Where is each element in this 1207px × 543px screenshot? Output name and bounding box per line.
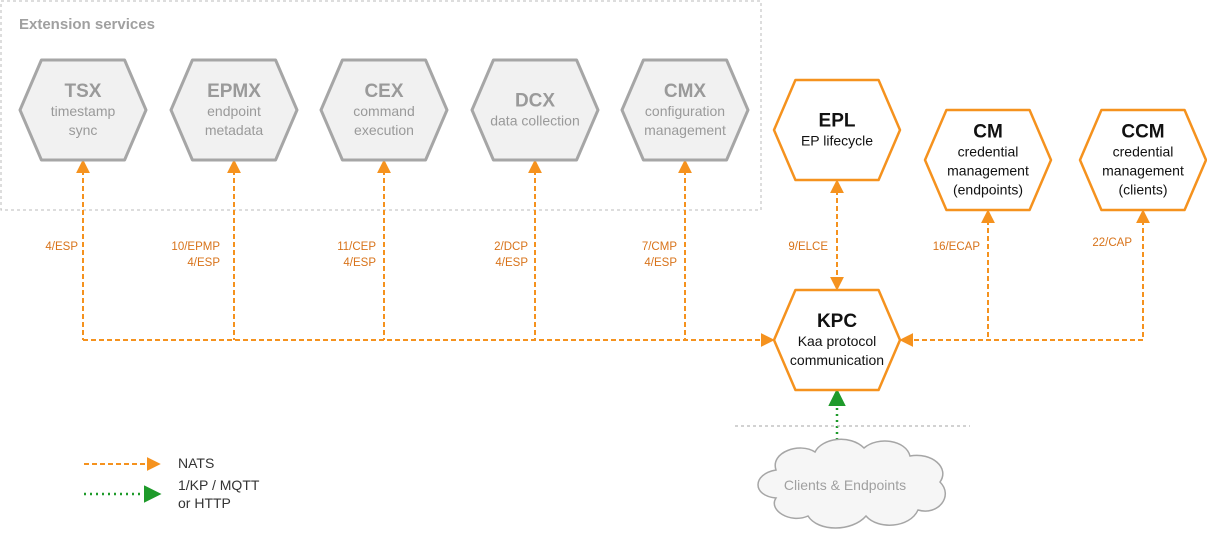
node-tsx-title: TSX [65,81,102,102]
node-dcx-hexagon [470,58,600,162]
node-kpc-desc-line: communication [790,352,884,368]
protocol-label-line: 4/ESP [187,257,220,269]
cloud-label: Clients & Endpoints [784,477,906,493]
legend-kp-label-line2: or HTTP [178,495,231,511]
node-ccm-desc-line: (clients) [1118,182,1167,198]
node-epmx-hexagon [169,58,299,162]
node-dcx-desc-line: data collection [490,113,580,129]
protocol-label: 16/ECAP [933,241,981,253]
node-epmx-title: EPMX [207,81,261,102]
connectors [76,159,1150,446]
legend-kp-label-line1: 1/KP / MQTT [178,477,260,493]
protocol-label: 22/CAP [1092,237,1132,249]
node-cm-desc-line: credential [958,144,1019,160]
protocol-label-line: 4/ESP [495,257,528,269]
node-cex-hexagon [319,58,449,162]
nodes: TSXtimestampsyncEPMXendpointmetadataCEXc… [18,58,1207,392]
protocol-label-line: 4/ESP [644,257,677,269]
protocol-label-line: 9/ELCE [788,241,828,253]
protocol-label-line: 4/ESP [45,241,78,253]
node-epl-desc-line: EP lifecycle [801,133,873,149]
node-ccm-desc-line: management [1102,163,1184,179]
node-cmx-desc-line: management [644,122,726,138]
node-cm-title: CM [973,122,1003,143]
node-ccm-title: CCM [1121,122,1164,143]
protocol-label-line: 11/CEP [337,241,376,253]
node-tsx-desc-line: sync [69,122,98,138]
protocol-label: 11/CEP 4/ESP [337,241,376,269]
node-kpc-desc-line: Kaa protocol [798,333,877,349]
cloud-shape [757,438,946,529]
node-cex-desc-line: command [353,103,414,119]
node-epmx-desc-line: endpoint [207,103,261,119]
node-cmx-desc-line: configuration [645,103,725,119]
node-epl-hexagon [772,78,902,182]
node-cex-desc-line: execution [354,122,414,138]
node-kpc-hexagon [772,288,902,392]
node-ccm-desc-line: credential [1113,144,1174,160]
protocol-label-line: 2/DCP [494,241,528,253]
protocol-label-line: 22/CAP [1092,237,1132,249]
node-dcx-title: DCX [515,91,555,112]
node-ccm-hexagon [1078,108,1207,212]
legend-nats-label: NATS [178,455,214,471]
protocol-label: 2/DCP 4/ESP [494,241,528,269]
protocol-label: 10/EPMP 4/ESP [171,241,220,269]
node-cex-title: CEX [364,81,403,102]
protocol-label-line: 4/ESP [343,257,376,269]
extension-services-group-label: Extension services [19,16,155,33]
protocol-label: 4/ESP [45,241,78,253]
protocol-label-line: 7/CMP [642,241,677,253]
node-cm-desc-line: management [947,163,1029,179]
node-cmx-hexagon [620,58,750,162]
node-epl-title: EPL [819,111,856,132]
protocol-label: 9/ELCE [788,241,828,253]
node-tsx-desc-line: timestamp [51,103,116,119]
node-cm-hexagon [923,108,1053,212]
node-cmx-title: CMX [664,81,707,102]
node-kpc-title: KPC [817,311,857,332]
node-epmx-desc-line: metadata [205,122,264,138]
node-cm-desc-line: (endpoints) [953,182,1023,198]
protocol-label-line: 10/EPMP [171,241,220,253]
node-tsx-hexagon [18,58,148,162]
protocol-label-line: 16/ECAP [933,241,981,253]
legend: NATS 1/KP / MQTT or HTTP [84,455,260,511]
extension-services-group [0,0,762,211]
clients-endpoints-cloud: Clients & Endpoints [757,438,946,529]
protocol-label: 7/CMP 4/ESP [642,241,677,269]
